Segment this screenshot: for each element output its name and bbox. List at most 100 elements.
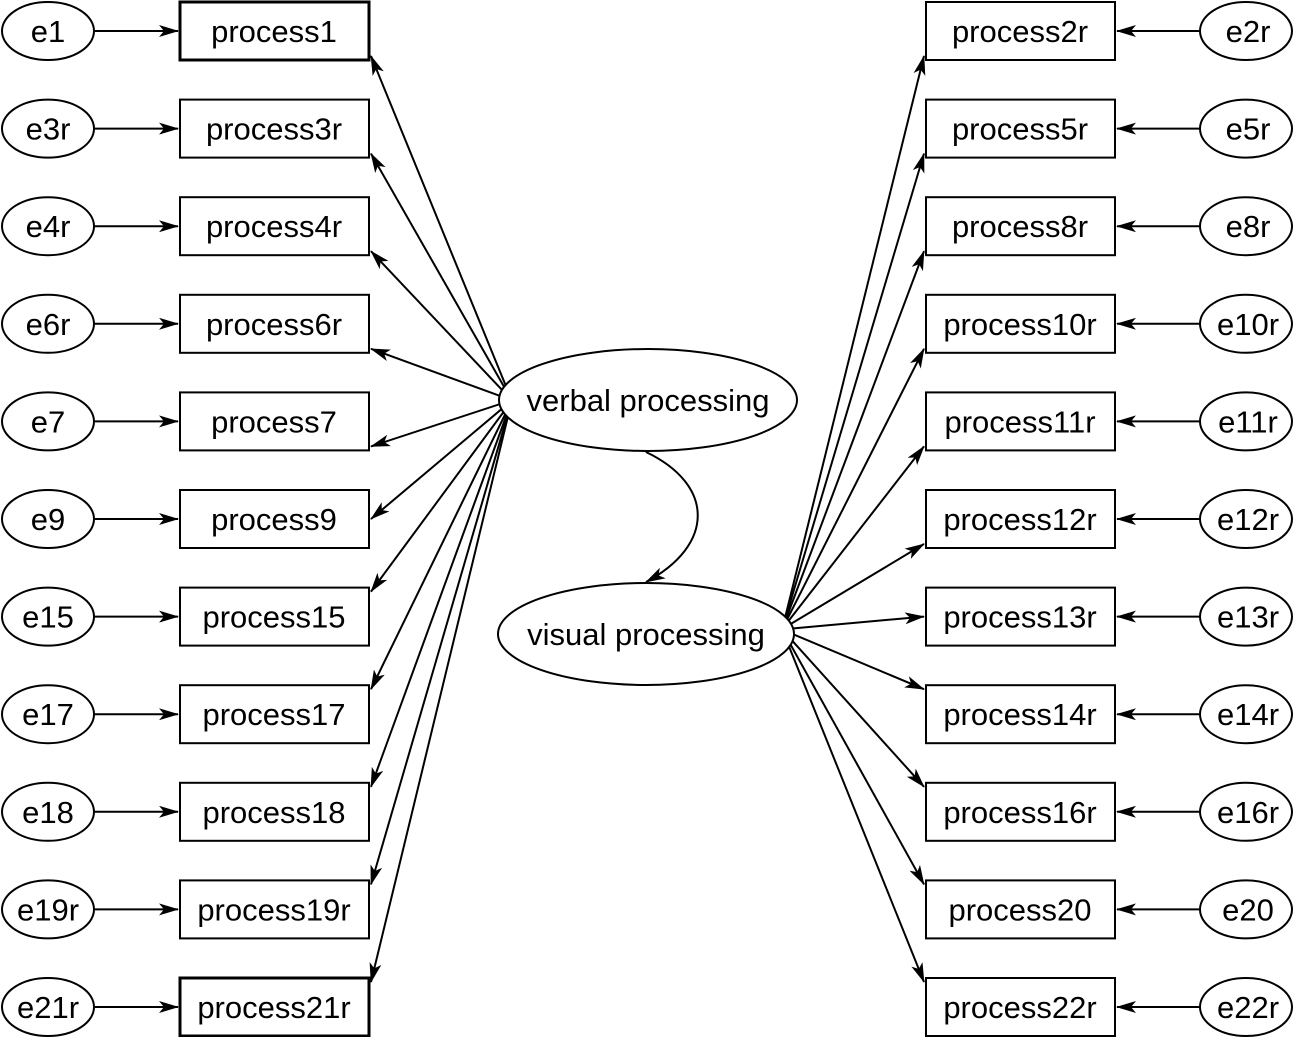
observed-variable-label: process15 (202, 600, 345, 635)
error-term-oval (1199, 977, 1293, 1037)
error-term-label: e3r (26, 112, 71, 147)
observed-variable-label: process16r (943, 795, 1096, 830)
observed-variable-label: process7 (211, 404, 337, 439)
indicator-left: e19r process19r (1, 879, 370, 940)
loading-arrow (783, 152, 925, 624)
error-term-label: e10r (1217, 307, 1279, 342)
verbal-processing-factor: verbal processing (498, 348, 798, 452)
error-term-label: e2r (1226, 14, 1271, 49)
observed-variable-box (178, 976, 371, 1037)
indicator-left: e1 process1 (1, 0, 371, 62)
error-term-label: e14r (1217, 697, 1279, 732)
error-term-oval (1, 684, 95, 745)
observed-variable-box (925, 977, 1116, 1037)
visual-processing-factor: visual processing (497, 582, 795, 686)
loading-arrow (370, 402, 511, 593)
observed-variable-label: process14r (943, 697, 1096, 732)
loading-arrow (370, 405, 511, 788)
loading-arrow (370, 406, 511, 886)
loading-arrow (783, 612, 925, 631)
error-term-label: e13r (1217, 600, 1279, 635)
error-term-label: e18 (22, 795, 74, 830)
observed-variable-label: process9 (211, 502, 337, 537)
indicator-right: process16r e16r (925, 781, 1293, 842)
error-term-oval (1, 1, 95, 61)
error-term-label: e15 (22, 600, 74, 635)
error-term-label: e1 (31, 14, 65, 49)
error-term-oval (1, 196, 95, 257)
indicator-left: e15 process15 (1, 586, 370, 647)
observed-variable-box (179, 781, 370, 842)
error-term-label: e7 (31, 404, 65, 439)
observed-variable-box (179, 586, 370, 647)
loading-arrow (370, 399, 511, 448)
indicator-right: process14r e14r (925, 684, 1293, 745)
error-term-label: e9 (31, 502, 65, 537)
error-term-oval (1199, 781, 1293, 842)
indicator-right: process8r e8r (925, 196, 1293, 257)
error-term-label: e17 (22, 697, 74, 732)
indicator-right: process20 e20 (925, 879, 1293, 940)
error-term-oval (1, 293, 95, 354)
loading-arrow (370, 152, 511, 398)
observed-variable-label: process12r (943, 502, 1096, 537)
error-term-label: e6r (26, 307, 71, 342)
observed-variable-label: process20 (948, 892, 1091, 927)
error-term-oval (1199, 489, 1293, 549)
error-term-label: e8r (1226, 209, 1271, 244)
observed-variable-box (178, 0, 371, 62)
indicator-left: e18 process18 (1, 781, 370, 842)
indicator-left: e9 process9 (1, 489, 370, 549)
observed-variable-label: process1 (211, 14, 337, 49)
error-term-label: e16r (1217, 795, 1279, 830)
error-term-label: e20 (1222, 892, 1274, 927)
observed-variable-box (925, 489, 1116, 549)
observed-variable-box (179, 684, 370, 745)
observed-variable-box (179, 293, 370, 354)
observed-variable-box (179, 391, 370, 452)
error-term-oval (1199, 98, 1293, 159)
observed-variable-label: process19r (197, 892, 350, 927)
observed-variable-box (179, 196, 370, 257)
observed-variable-box (179, 489, 370, 549)
observed-variable-label: process8r (952, 209, 1088, 244)
loading-arrow (370, 403, 511, 691)
error-term-oval (1199, 196, 1293, 257)
observed-variable-label: process5r (952, 112, 1088, 147)
error-term-label: e21r (17, 990, 79, 1025)
observed-variable-box (925, 879, 1116, 940)
loading-arrow (370, 250, 511, 400)
observed-variable-label: process18 (202, 795, 345, 830)
error-term-oval (1199, 391, 1293, 452)
observed-variable-box (925, 1, 1116, 61)
factor-correlation-arrow (626, 438, 699, 583)
observed-variable-box (925, 684, 1116, 745)
error-term-oval (1, 781, 95, 842)
verbal-processing-label: verbal processing (527, 383, 770, 418)
error-term-oval (1199, 684, 1293, 745)
loading-arrow (370, 55, 511, 397)
indicator-right: process12r e12r (925, 489, 1293, 549)
loading-arrow (783, 347, 925, 627)
observed-variable-box (179, 879, 370, 940)
error-term-oval (1, 489, 95, 549)
observed-variable-label: process21r (197, 990, 350, 1025)
error-term-label: e12r (1217, 502, 1279, 537)
error-term-label: e19r (17, 892, 79, 927)
error-term-oval (1, 391, 95, 452)
error-term-oval (1, 977, 95, 1037)
loading-arrow (370, 401, 511, 520)
error-term-oval (1199, 1, 1293, 61)
observed-variable-box (925, 98, 1116, 159)
error-term-oval (1199, 879, 1293, 940)
